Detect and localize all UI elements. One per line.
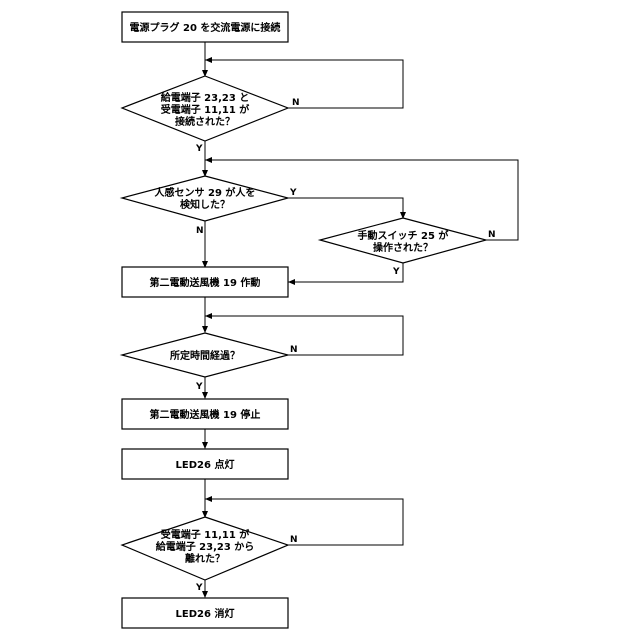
arrow-head [202, 326, 208, 333]
arrow-head [205, 496, 212, 502]
decision-time-elapsed-line-1: 所定時間経過？ [170, 349, 240, 362]
no-label: N [292, 98, 300, 108]
yes-branch-line [288, 198, 403, 218]
step-fan-stop-label: 第二電動送風機 19 停止 [150, 408, 261, 421]
step-led-off-label: LED26 消灯 [176, 607, 235, 620]
step-fan-start-label: 第二電動送風機 19 作動 [150, 276, 261, 289]
decision-sensor-line-1: 人感センサ 29 が人を [155, 186, 256, 199]
step-led-off: LED26 消灯 [122, 598, 288, 628]
decision-connected-line-3: 接続された？ [175, 115, 235, 128]
arrow-head [205, 157, 212, 163]
arrow-head [202, 392, 208, 399]
step-led-on: LED26 点灯 [122, 449, 288, 479]
yes-label: Y [195, 382, 203, 392]
decision-connected-line-1: 給電端子 23,23 と [161, 91, 250, 104]
yes-branch-line [288, 263, 403, 282]
arrow-head [205, 313, 212, 319]
yes-label: Y [392, 267, 400, 277]
decision-manual-switch: 手動スイッチ 25 が 操作された？ [320, 218, 486, 263]
yes-label: Y [195, 144, 203, 154]
step-fan-start: 第二電動送風機 19 作動 [122, 267, 288, 297]
arrow-head [202, 591, 208, 598]
decision-sensor-line-2: 検知した？ [180, 198, 230, 211]
step-plug-in-label: 電源プラグ 20 を交流電源に接続 [130, 21, 281, 34]
yes-label: Y [289, 188, 297, 198]
step-led-on-label: LED26 点灯 [176, 458, 235, 471]
decision-separated-line-1: 受電端子 11,11 が [161, 528, 251, 541]
decision-connected-line-2: 受電端子 11,11 が [161, 103, 251, 116]
no-label: N [196, 226, 204, 236]
no-label: N [290, 345, 298, 355]
decision-manual-switch-line-1: 手動スイッチ 25 が [358, 229, 450, 242]
decision-time-elapsed: 所定時間経過？ [122, 333, 288, 377]
decision-sensor: 人感センサ 29 が人を 検知した？ [122, 176, 288, 221]
decision-manual-switch-line-2: 操作された？ [373, 241, 433, 254]
arrow-head [205, 57, 212, 63]
no-label: N [488, 230, 496, 240]
arrow-head [202, 442, 208, 449]
step-plug-in: 電源プラグ 20 を交流電源に接続 [122, 12, 288, 42]
decision-separated-line-2: 給電端子 23,23 から [156, 540, 255, 553]
no-label: N [290, 535, 298, 545]
arrow-head [288, 279, 295, 285]
decision-separated: 受電端子 11,11 が 給電端子 23,23 から 離れた？ [122, 517, 288, 580]
decision-separated-line-3: 離れた？ [185, 552, 225, 565]
decision-connected: 給電端子 23,23 と 受電端子 11,11 が 接続された？ [122, 76, 288, 141]
yes-label: Y [195, 583, 203, 593]
step-fan-stop: 第二電動送風機 19 停止 [122, 399, 288, 429]
